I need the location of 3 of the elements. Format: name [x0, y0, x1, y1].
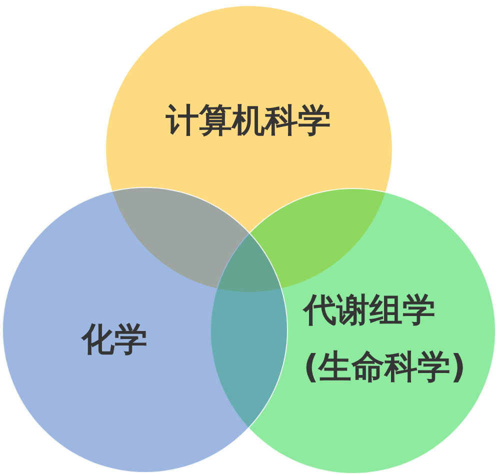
circle-label: 计算机科学	[166, 103, 331, 136]
circle-label: 代谢组学(生命科学)	[304, 289, 467, 388]
circle-label: 化学	[82, 322, 148, 355]
